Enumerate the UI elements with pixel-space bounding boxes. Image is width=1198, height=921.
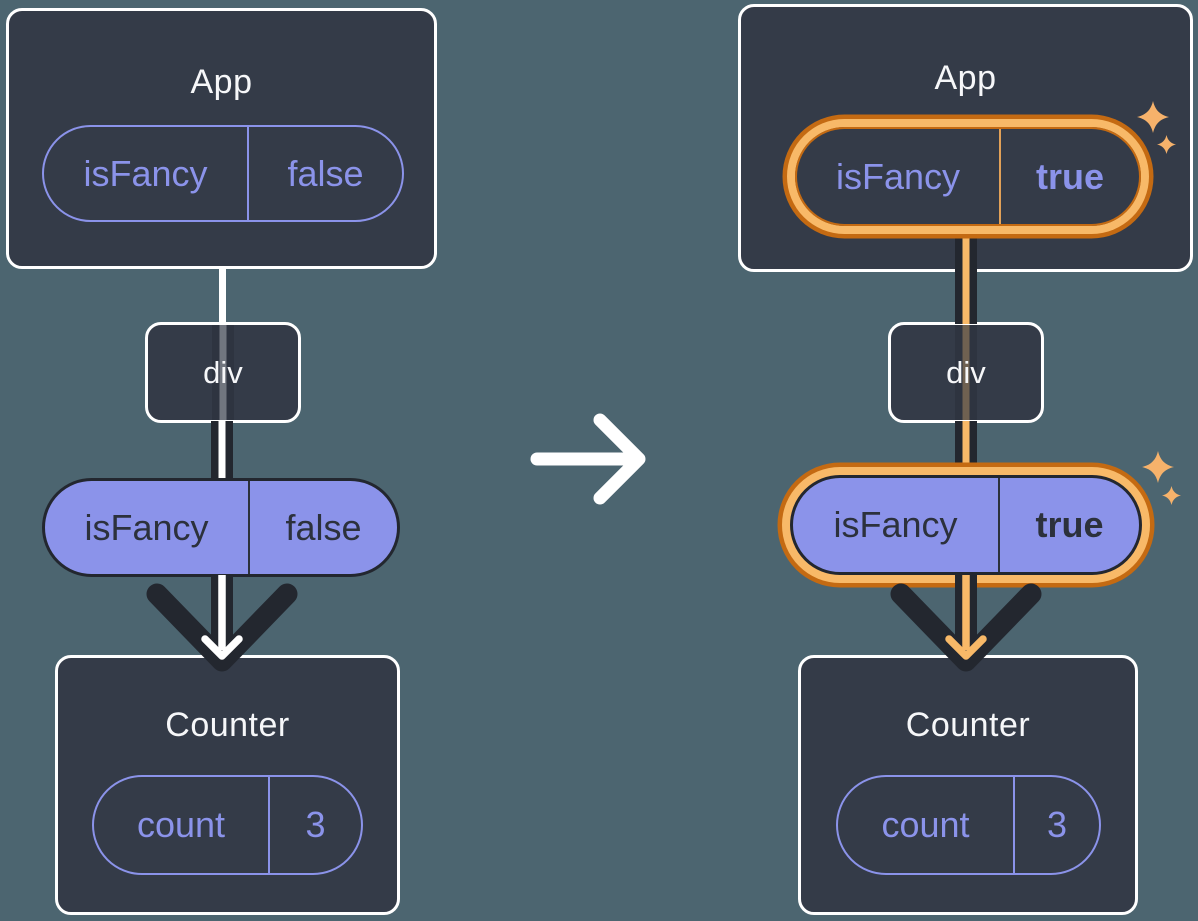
state-pill: count 3 [92, 775, 363, 875]
right-arrow-icon [530, 413, 646, 505]
sparkle-icon [1137, 101, 1169, 133]
app-prop-pill-highlighted: isFancy true [795, 127, 1141, 226]
component-title: App [934, 59, 997, 97]
prop-name: isFancy [84, 506, 209, 548]
pill-divider [1013, 777, 1015, 873]
flow-line-ghost [212, 325, 234, 420]
prop-name: isFancy [833, 504, 958, 545]
flow-line [211, 421, 233, 480]
state-pill: count 3 [836, 775, 1101, 875]
down-arrow-icon [146, 575, 298, 672]
div-node-label: div [203, 354, 243, 390]
state-value: 3 [305, 804, 326, 845]
app-prop-pill: isFancy false [42, 125, 404, 222]
div-node-box: div [145, 322, 301, 423]
state-name: count [136, 804, 226, 845]
counter-component-box: Counter count 3 [55, 655, 400, 915]
sparkle-icon [1162, 486, 1181, 505]
pill-divider [248, 481, 250, 574]
flow-line-ghost [955, 325, 977, 420]
component-title: App [190, 63, 253, 101]
pill-divider [268, 777, 270, 873]
counter-component-box: Counter count 3 [798, 655, 1138, 915]
prop-name: isFancy [83, 152, 208, 194]
flow-line [955, 421, 977, 478]
down-arrow-icon [890, 575, 1042, 672]
prop-value: false [287, 152, 364, 194]
sparkle-icon [1157, 135, 1176, 154]
prop-value: true [1035, 504, 1104, 545]
sparkle-icon [1142, 451, 1174, 483]
div-node-label: div [946, 354, 986, 390]
passed-prop-pill-highlighted: isFancy true [790, 475, 1142, 575]
component-title: Counter [905, 706, 1031, 744]
pill-divider [247, 127, 249, 220]
state-name: count [881, 804, 970, 845]
state-value: 3 [1046, 804, 1068, 845]
pill-divider [998, 478, 1000, 572]
component-title: Counter [165, 706, 290, 744]
flow-line [955, 228, 977, 324]
flow-line [218, 266, 226, 324]
prop-value: true [1035, 155, 1104, 197]
prop-value: false [285, 506, 362, 548]
passed-prop-pill: isFancy false [42, 478, 400, 577]
prop-name: isFancy [835, 155, 961, 197]
pill-divider [999, 129, 1001, 224]
div-node-box: div [888, 322, 1044, 423]
